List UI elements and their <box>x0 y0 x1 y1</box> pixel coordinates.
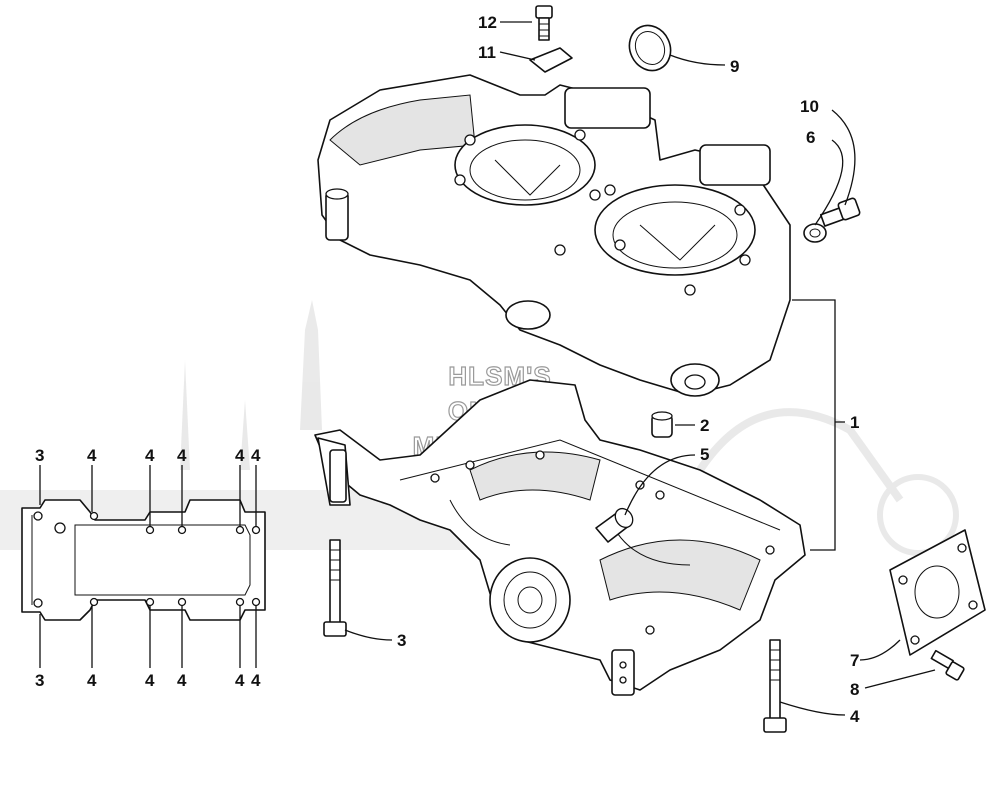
callout-4-bolt: 4 <box>850 707 860 726</box>
lower-crankcase <box>314 379 806 696</box>
callout-1: 1 <box>850 413 859 432</box>
part-2-dowel <box>651 411 673 438</box>
crankcase-gasket-plan-view <box>21 499 266 621</box>
callout-4-gasket-bottom-2: 4 <box>145 671 155 690</box>
callout-4-gasket-bottom-5: 4 <box>251 671 261 690</box>
upper-crankcase <box>317 74 791 397</box>
callout-3-gasket-top: 3 <box>35 446 44 465</box>
part-3-bolt <box>323 539 347 637</box>
part-12-bolt <box>535 5 553 41</box>
callout-9: 9 <box>730 57 739 76</box>
callout-4-gasket-top-5: 4 <box>251 446 261 465</box>
callout-8: 8 <box>850 680 859 699</box>
callout-4-gasket-bottom-4: 4 <box>235 671 245 690</box>
part-4-bolt <box>763 639 787 733</box>
callout-6: 6 <box>806 128 815 147</box>
callout-12: 12 <box>478 13 497 32</box>
watermark-wheel <box>877 474 959 556</box>
callout-2: 2 <box>700 416 709 435</box>
part-5-sleeve <box>595 507 634 543</box>
part-11-clip <box>529 47 573 73</box>
callout-3-bolt: 3 <box>397 631 406 650</box>
callout-4-gasket-bottom-3: 4 <box>177 671 187 690</box>
part-8-bolt <box>930 649 965 681</box>
callout-4-gasket-bottom-1: 4 <box>87 671 97 690</box>
callout-4-gasket-top-2: 4 <box>145 446 155 465</box>
callout-7: 7 <box>850 651 859 670</box>
callout-11: 11 <box>478 43 496 62</box>
callout-4-gasket-top-4: 4 <box>235 446 245 465</box>
leader-lines <box>39 21 936 716</box>
callout-4-gasket-top-3: 4 <box>177 446 187 465</box>
callout-labels: 12 11 9 10 6 2 5 1 3 7 8 4 3 3 4 4 4 4 4… <box>35 13 860 726</box>
callout-4-gasket-top-1: 4 <box>87 446 97 465</box>
callout-10: 10 <box>800 97 819 116</box>
callout-3-gasket-bottom: 3 <box>35 671 44 690</box>
part-7-gasket <box>889 529 986 656</box>
part-6-washer <box>803 223 827 243</box>
callout-5: 5 <box>700 445 709 464</box>
part-10-bolt <box>819 197 861 227</box>
part-9-clamp <box>628 24 672 72</box>
